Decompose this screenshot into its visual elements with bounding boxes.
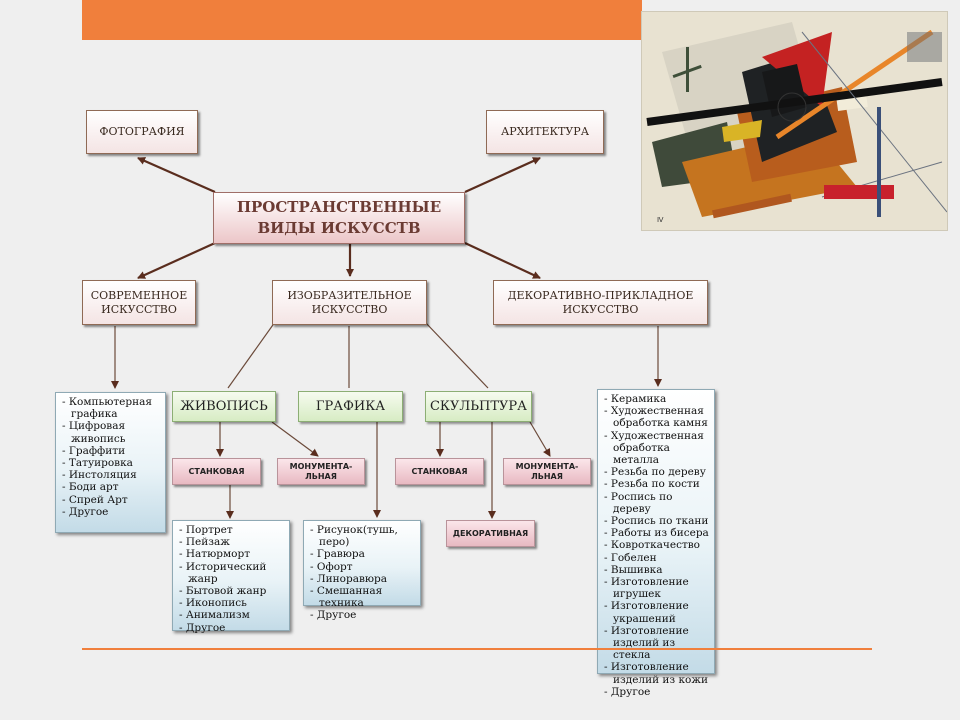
list-item: Гравюра <box>310 548 416 560</box>
list-item: Пейзаж <box>179 536 285 548</box>
node-painting-monumental: МОНУМЕНТА- ЛЬНАЯ <box>277 458 365 485</box>
list-item: Изготовление изделий из кожи <box>604 661 710 685</box>
list-graphics-items: Рисунок(тушь, перо)ГравюраОфортЛиноравюр… <box>310 524 416 622</box>
node-sculpture-monumental-label: МОНУМЕНТА- ЛЬНАЯ <box>515 461 579 481</box>
list-item: Компьютерная графика <box>62 396 161 420</box>
node-painting-easel: СТАНКОВАЯ <box>172 458 261 485</box>
list-item: Вышивка <box>604 564 710 576</box>
node-photography: ФОТОГРАФИЯ <box>86 110 198 154</box>
list-item: Бытовой жанр <box>179 585 285 597</box>
list-item: Работы из бисера <box>604 527 710 539</box>
list-modern-art-items: Компьютерная графикаЦифровая живописьГра… <box>62 396 161 518</box>
node-photography-label: ФОТОГРАФИЯ <box>99 125 185 138</box>
list-item: Офорт <box>310 561 416 573</box>
arrow-to-decorative <box>464 242 541 279</box>
node-architecture: АРХИТЕКТУРА <box>486 110 604 154</box>
list-painting-genres: ПортретПейзажНатюрмортИсторический жанрБ… <box>172 520 290 634</box>
node-sculpture: СКУЛЬПТУРА <box>425 391 532 422</box>
list-decorative-art-items: КерамикаХудожественная обработка камняХу… <box>604 393 710 698</box>
list-item: Спрей Арт <box>62 494 161 506</box>
top-accent-bar <box>82 0 642 40</box>
line-fine-sculpture <box>424 321 489 389</box>
node-painting: ЖИВОПИСЬ <box>172 391 276 422</box>
arrow-to-modern <box>137 241 216 280</box>
list-item: Изготовление изделий из стекла <box>604 625 710 662</box>
list-decorative-art: КерамикаХудожественная обработка камняХу… <box>597 389 715 698</box>
arrow-sculpture-monumental <box>529 421 551 457</box>
diagram-title: ПРОСТРАНСТВЕННЫЕ ВИДЫ ИСКУССТВ <box>213 192 465 244</box>
node-graphics: ГРАФИКА <box>298 391 403 422</box>
list-item: Изготовление украшений <box>604 600 710 624</box>
list-item: Татуировка <box>62 457 161 469</box>
list-item: Изготовление игрушек <box>604 576 710 600</box>
list-item: Роспись по ткани <box>604 515 710 527</box>
list-item: Рисунок(тушь, перо) <box>310 524 416 548</box>
list-item: Боди арт <box>62 481 161 493</box>
list-item: Инстоляция <box>62 469 161 481</box>
node-sculpture-easel: СТАНКОВАЯ <box>395 458 484 485</box>
list-item: Гобелен <box>604 552 710 564</box>
list-item: Исторический жанр <box>179 561 285 585</box>
node-modern-art-label: СОВРЕМЕННОЕ ИСКУССТВО <box>90 288 188 316</box>
node-sculpture-easel-label: СТАНКОВАЯ <box>411 466 468 476</box>
node-modern-art: СОВРЕМЕННОЕ ИСКУССТВО <box>82 280 196 325</box>
list-item: Иконопись <box>179 597 285 609</box>
node-decorative-art-label: ДЕКОРАТИВНО-ПРИКЛАДНОЕ ИСКУССТВО <box>507 288 694 316</box>
list-item: Ковроткачество <box>604 539 710 551</box>
node-sculpture-decorative: ДЕКОРАТИВНАЯ <box>446 520 535 547</box>
list-item: Граффити <box>62 445 161 457</box>
diagram-title-text: ПРОСТРАНСТВЕННЫЕ ВИДЫ ИСКУССТВ <box>236 198 442 237</box>
list-item: Линоравюра <box>310 573 416 585</box>
list-item: Другое <box>604 686 710 698</box>
line-fine-painting <box>227 321 276 389</box>
list-modern-art: Компьютерная графикаЦифровая живописьГра… <box>55 392 166 533</box>
suprematist-painting: Ⅳ <box>641 11 948 231</box>
list-item: Роспись по дереву <box>604 491 710 515</box>
list-item: Керамика <box>604 393 710 405</box>
node-graphics-label: ГРАФИКА <box>315 399 386 414</box>
node-fine-art-label: ИЗОБРАЗИТЕЛЬНОЕ ИСКУССТВО <box>287 288 412 316</box>
node-architecture-label: АРХИТЕКТУРА <box>500 125 590 138</box>
list-item: Художественная обработка металла <box>604 430 710 467</box>
arrow-to-architecture <box>464 156 541 194</box>
list-painting-genres-items: ПортретПейзажНатюрмортИсторический жанрБ… <box>179 524 285 634</box>
list-item: Смешанная техника <box>310 585 416 609</box>
list-item: Другое <box>310 609 416 621</box>
list-item: Анимализм <box>179 609 285 621</box>
node-sculpture-label: СКУЛЬПТУРА <box>429 399 527 414</box>
node-sculpture-decorative-label: ДЕКОРАТИВНАЯ <box>452 528 529 538</box>
painting-artwork: Ⅳ <box>642 12 948 230</box>
node-sculpture-monumental: МОНУМЕНТА- ЛЬНАЯ <box>503 458 591 485</box>
list-graphics: Рисунок(тушь, перо)ГравюраОфортЛиноравюр… <box>303 520 421 621</box>
list-item: Резьба по кости <box>604 478 710 490</box>
node-painting-easel-label: СТАНКОВАЯ <box>188 466 245 476</box>
list-item: Цифровая живопись <box>62 420 161 444</box>
bottom-accent-line <box>82 648 872 650</box>
list-item: Портрет <box>179 524 285 536</box>
list-item: Резьба по дереву <box>604 466 710 478</box>
list-item: Натюрморт <box>179 548 285 560</box>
svg-text:Ⅳ: Ⅳ <box>657 216 664 224</box>
node-painting-monumental-label: МОНУМЕНТА- ЛЬНАЯ <box>289 461 353 481</box>
node-painting-label: ЖИВОПИСЬ <box>180 399 268 414</box>
list-item: Другое <box>179 622 285 634</box>
arrow-to-photography <box>137 156 216 194</box>
list-item: Художественная обработка камня <box>604 405 710 429</box>
node-fine-art: ИЗОБРАЗИТЕЛЬНОЕ ИСКУССТВО <box>272 280 427 325</box>
node-decorative-art: ДЕКОРАТИВНО-ПРИКЛАДНОЕ ИСКУССТВО <box>493 280 708 325</box>
arrow-painting-monumental <box>271 421 319 457</box>
list-item: Другое <box>62 506 161 518</box>
